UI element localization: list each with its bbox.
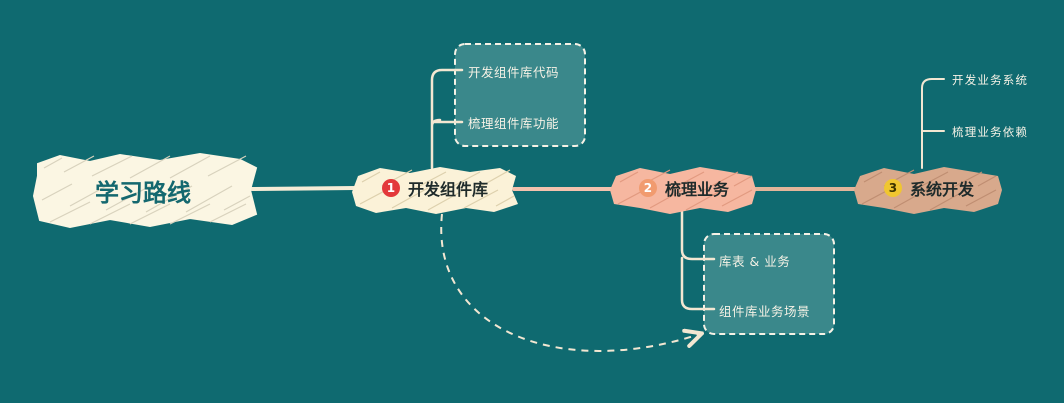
step2-badge: 2: [638, 179, 657, 197]
step2-label: 梳理业务: [664, 180, 729, 199]
step1-item-2[interactable]: 梳理组件库功能: [468, 116, 560, 131]
step1-item-1[interactable]: 开发组件库代码: [468, 65, 560, 80]
step2-item-1[interactable]: 库表 & 业务: [719, 254, 791, 269]
step3-node[interactable]: 3 系统开发: [856, 168, 1002, 208]
dashed-curved-arrow: [440, 213, 700, 352]
root-node-label: 学习路线: [95, 178, 191, 207]
root-node[interactable]: 学习路线: [34, 158, 252, 222]
step1-items-box: [454, 43, 586, 147]
step3-item-1[interactable]: 开发业务系统: [952, 73, 1029, 87]
step2-node[interactable]: 2 梳理业务: [612, 168, 756, 208]
step3-branch-line: [921, 78, 945, 169]
step3-node-fill: [854, 167, 1002, 214]
step1-node[interactable]: 1 开发组件库: [354, 168, 516, 208]
step1-badge: 1: [381, 179, 400, 197]
root-node-fill: [32, 152, 258, 229]
step1-node-fill: [352, 167, 518, 214]
step2-item-2[interactable]: 组件库业务场景: [719, 304, 811, 319]
step2-branch-line: [680, 206, 716, 311]
step2-node-fill: [610, 167, 756, 214]
step3-label: 系统开发: [909, 180, 974, 199]
step2-items-box: [703, 233, 835, 335]
connector-root-step1: [250, 186, 358, 191]
step3-badge: 3: [883, 179, 902, 197]
step1-label: 开发组件库: [407, 180, 488, 199]
step3-item-2[interactable]: 梳理业务依赖: [952, 125, 1029, 139]
step1-branch-line: [430, 68, 464, 170]
